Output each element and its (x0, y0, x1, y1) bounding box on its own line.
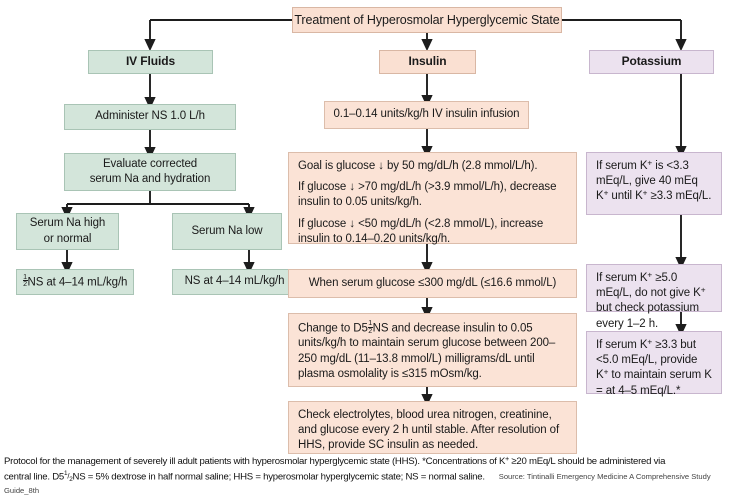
caption-line2-b: NS = 5% dextrose in half normal saline; … (72, 471, 485, 483)
superscript-plus: + (505, 456, 509, 464)
title-box: Treatment of Hyperosmolar Hyperglycemic … (292, 7, 562, 33)
when-glucose-label: When serum glucose ≤300 mg/dL (≤16.6 mmo… (308, 276, 557, 289)
glucose-goal-p3: If glucose ↓ <50 mg/dL/h (<2.8 mmol/L), … (298, 217, 544, 245)
glucose-goal-p1: Goal is glucose ↓ by 50 mg/dL/h (2.8 mmo… (298, 160, 538, 172)
caption-line2-a: central line. D5 (4, 471, 64, 483)
change-d5-prefix: Change to D5 (298, 322, 368, 335)
caption-line1-a: Protocol for the management of severely … (4, 456, 506, 467)
serum-na-high-line2: or normal (43, 232, 92, 245)
caption-line1-b: ≥20 mEq/L should be administered via (508, 456, 666, 467)
evaluate-na-line2: serum Na and hydration (89, 173, 211, 185)
potassium-node-k-below-3-3: If serum K+ is <3.3 mEq/L, give 40 mEq K… (586, 152, 722, 215)
iv-node-serum-na-low: Serum Na low (172, 213, 282, 250)
iv-node-serum-na-high: Serum Na high or normal (16, 213, 119, 250)
serum-na-low-label: Serum Na low (191, 224, 263, 237)
insulin-node-check-labs: Check electrolytes, blood urea nitrogen,… (288, 401, 577, 454)
evaluate-na-line1: Evaluate corrected (102, 157, 198, 170)
k-low-a: If serum K (596, 160, 648, 172)
half-ns-rate-label: NS at 4–14 mL/kg/h (27, 276, 128, 289)
title-label: Treatment of Hyperosmolar Hyperglycemic … (294, 12, 560, 27)
k-mid-b: ≥3.3 but <5.0 mEq/L, provide K (596, 339, 698, 382)
column-header-potassium: Potassium (589, 50, 714, 74)
superscript-plus: + (647, 158, 653, 168)
superscript-plus: + (647, 270, 653, 280)
k-low-c: until K (608, 190, 643, 203)
caption-line-2: central line. D51/2NS = 5% dextrose in h… (4, 469, 738, 498)
glucose-goal-p2: If glucose ↓ >70 mg/dL/h (>3.9 mmol/L/h)… (298, 181, 557, 209)
k-mid-c: to maintain serum K = at 4–5 mEq/L.* (596, 369, 712, 397)
superscript-plus: + (647, 337, 653, 347)
check-labs-label: Check electrolytes, blood urea nitrogen,… (298, 409, 560, 452)
caption-line-1: Protocol for the management of severely … (4, 455, 738, 469)
k-low-d: ≥3.3 mEq/L. (647, 190, 712, 203)
superscript-plus: + (642, 188, 648, 198)
column-header-iv-fluids: IV Fluids (88, 50, 213, 74)
administer-ns-label: Administer NS 1.0 L/h (95, 110, 205, 123)
potassium-node-k-between-3-3-and-5-0: If serum K+ ≥3.3 but <5.0 mEq/L, provide… (586, 331, 722, 397)
superscript-plus: + (603, 367, 609, 377)
k-low-b: is <3.3 mEq/L, give 40 mEq K (596, 160, 698, 203)
iv-node-evaluate-na: Evaluate corrected serum Na and hydratio… (64, 153, 236, 191)
figure-caption: Protocol for the management of severely … (4, 455, 738, 498)
insulin-node-glucose-goals: Goal is glucose ↓ by 50 mg/dL/h (2.8 mmo… (288, 152, 577, 245)
insulin-header-label: Insulin (408, 54, 447, 69)
potassium-node-k-above-5-0: If serum K+ ≥5.0 mEq/L, do not give K+ b… (586, 264, 722, 330)
superscript-plus: + (700, 285, 706, 295)
k-high-a: If serum K (596, 272, 648, 284)
insulin-infusion-label: 0.1–0.14 units/kg/h IV insulin infusion (333, 108, 520, 121)
serum-na-high-line1: Serum Na high (29, 217, 106, 230)
change-d5-suffix: NS and decrease insulin to 0.05 units/kg… (298, 322, 556, 380)
one-half-fraction: 1/2 (64, 469, 73, 483)
ns-rate-label: NS at 4–14 mL/kg/h (184, 275, 285, 288)
column-header-insulin: Insulin (379, 50, 476, 74)
superscript-plus: + (603, 188, 609, 198)
iv-node-ns-rate: NS at 4–14 mL/kg/h (172, 269, 297, 295)
insulin-node-when-glucose-300: When serum glucose ≤300 mg/dL (≤16.6 mmo… (288, 269, 577, 298)
iv-fluids-header-label: IV Fluids (125, 54, 176, 69)
k-high-b: ≥5.0 mEq/L, do not give K (596, 272, 701, 300)
potassium-header-label: Potassium (621, 54, 682, 69)
iv-node-administer-ns: Administer NS 1.0 L/h (64, 104, 236, 130)
k-high-c: but check potassium every 1–2 h. (596, 302, 699, 330)
insulin-node-infusion: 0.1–0.14 units/kg/h IV insulin infusion (324, 101, 529, 129)
k-mid-a: If serum K (596, 339, 648, 351)
